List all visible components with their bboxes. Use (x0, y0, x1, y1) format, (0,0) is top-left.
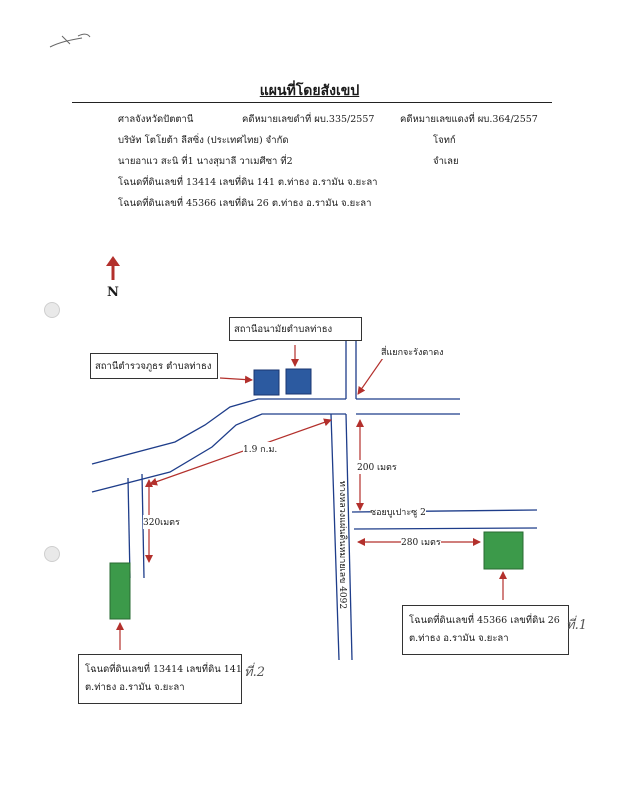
health-station-building (285, 368, 312, 395)
pointer-arrow (357, 357, 384, 395)
deed-45366-line: โฉนดที่ดินเลขที่ 45366 เลขที่ดิน 26 ต.ท่… (118, 198, 372, 209)
road-edge (345, 413, 353, 661)
distance-label-320: 320เมตร (143, 515, 180, 529)
distance-arrow (149, 418, 332, 486)
red-case-number: คดีหมายเลขแดงที่ ผบ.364/2557 (400, 114, 538, 125)
north-arrow-icon (106, 256, 120, 280)
road-edge (91, 413, 346, 493)
north-label: N (107, 285, 119, 300)
scribble-mark (49, 33, 91, 48)
parcel-26-line2: ต.ท่าธง อ.รามัน จ.ยะลา (409, 633, 509, 644)
punch-hole (44, 546, 60, 562)
land-parcel-141 (109, 562, 131, 620)
black-case-number: คดีหมายเลขดำที่ ผบ.335/2557 (242, 114, 375, 125)
parcel-141-line1: โฉนดที่ดินเลขที่ 13414 เลขที่ดิน 141 (85, 664, 242, 675)
parcel-141-line2: ต.ท่าธง อ.รามัน จ.ยะลา (85, 682, 185, 693)
land-parcel-26 (483, 531, 524, 570)
handwritten-mark-2: ที่.2 (244, 665, 265, 680)
police-station-label: สถานีตำรวจภูธร ตำบลท่าธง (90, 353, 218, 379)
document-title: แผนที่โดยสังเขป (259, 83, 360, 99)
pointer-arrow (219, 375, 253, 384)
plaintiff-role: โจทก์ (433, 135, 456, 146)
intersection-label: สี่แยกจะรังตาดง (381, 345, 444, 359)
title-divider (72, 102, 552, 103)
defendant-role: จำเลย (433, 156, 459, 167)
court-name: ศาลจังหวัดปัตตานี (118, 114, 194, 125)
road-edge (127, 477, 131, 579)
soi-label: ซอยบูเปาะซู 2 (370, 505, 426, 519)
deed-13414-line: โฉนดที่ดินเลขที่ 13414 เลขที่ดิน 141 ต.ท… (118, 177, 378, 188)
police-station-building (253, 369, 280, 396)
highway-label: ทางหลวงแผ่นดินหมายเลข 4092 (337, 480, 347, 610)
distance-label-main: 1.9 ก.ม. (243, 442, 278, 456)
road-edge (330, 413, 340, 661)
punch-hole (44, 302, 60, 318)
health-station-label: สถานีอนามัยตำบลท่าธง (229, 317, 362, 341)
defendant-names: นายอาแว สะนิ ที่1 นางสุมาลี วาเมศีซา ที่… (118, 156, 293, 167)
distance-label-200: 200 เมตร (357, 460, 397, 474)
road-edge (353, 527, 538, 530)
plaintiff-name: บริษัท โตโยต้า ลีสซิ่ง (ประเทศไทย) จำกัด (118, 135, 289, 146)
parcel-26-callout: โฉนดที่ดินเลขที่ 45366 เลขที่ดิน 26 ต.ท่… (402, 605, 569, 655)
road-edge (91, 398, 346, 465)
parcel-141-callout: โฉนดที่ดินเลขที่ 13414 เลขที่ดิน 141 ต.ท… (78, 654, 242, 704)
parcel-26-line1: โฉนดที่ดินเลขที่ 45366 เลขที่ดิน 26 (409, 615, 560, 626)
distance-label-280: 280 เมตร (401, 535, 441, 549)
handwritten-mark-1: ที่.1 (566, 618, 587, 633)
